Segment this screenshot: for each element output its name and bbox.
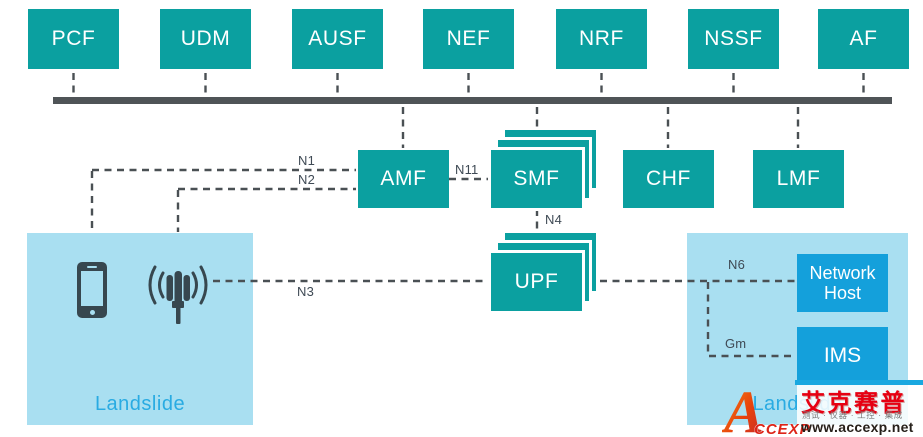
service-bus-bar — [53, 97, 892, 104]
nf-label: SMF — [513, 167, 560, 190]
watermark-tagline: 测试 · 仪器 · 工控 · 集成 — [802, 410, 903, 420]
access-zone-label: Landslide — [94, 393, 186, 415]
nf-label: AMF — [380, 167, 427, 190]
nf-label: UPF — [514, 270, 559, 293]
nf-label: NEF — [446, 27, 491, 50]
phone-screen — [81, 271, 103, 306]
nf-box-pcf: PCF — [28, 9, 119, 69]
interface-label-n11: N11 — [455, 162, 479, 177]
nf-box-chf: CHF — [623, 150, 714, 208]
nf-box-udm: UDM — [160, 9, 251, 69]
nf-stack-upf: UPF — [491, 233, 601, 313]
nf-label: AF — [849, 27, 878, 50]
network-host-label: Network Host — [809, 262, 876, 303]
nf-box-smf: SMF — [491, 150, 582, 208]
nf-box-amf: AMF — [358, 150, 449, 208]
ims-box: IMS — [797, 327, 888, 384]
interface-label-gm: Gm — [725, 336, 747, 351]
nf-label: NSSF — [704, 27, 763, 50]
interface-label-n6: N6 — [728, 257, 746, 272]
nf-box-ausf: AUSF — [292, 9, 383, 69]
ims-label: IMS — [823, 343, 862, 367]
nf-box-lmf: LMF — [753, 150, 844, 208]
access-network-zone: Landslide — [27, 233, 253, 425]
nf-box-nssf: NSSF — [688, 9, 779, 69]
interface-label-n2: N2 — [298, 172, 316, 187]
watermark-url: www.accexp.net — [801, 419, 914, 435]
nf-box-upf: UPF — [491, 253, 582, 311]
network-host-box: Network Host — [797, 254, 888, 312]
watermark-brand-name: 艾克赛普 — [801, 390, 907, 417]
interface-label-n1: N1 — [298, 153, 316, 168]
nf-label: UDM — [180, 27, 231, 50]
logo-letter: A — [722, 383, 764, 437]
nf-label: NRF — [579, 27, 624, 50]
antenna-icon — [148, 265, 208, 324]
watermark-backdrop — [797, 385, 923, 437]
nf-label: PCF — [51, 27, 96, 50]
accexp-logo-icon: A CCEXP — [722, 383, 811, 437]
phone-home-button — [89, 309, 95, 315]
nf-stack-smf: SMF — [491, 130, 601, 210]
nf-label: AUSF — [308, 27, 367, 50]
nf-box-nrf: NRF — [556, 9, 647, 69]
watermark-cyan-rule — [795, 380, 923, 385]
nf-box-nef: NEF — [423, 9, 514, 69]
phone-speaker — [87, 266, 97, 268]
nf-label: CHF — [646, 167, 691, 190]
nf-box-af: AF — [818, 9, 909, 69]
interface-label-n3: N3 — [297, 284, 315, 299]
logo-subtext: CCEXP — [754, 421, 811, 437]
nf-label: LMF — [776, 167, 821, 190]
interface-label-n4: N4 — [545, 212, 563, 227]
smartphone-icon — [77, 262, 107, 318]
